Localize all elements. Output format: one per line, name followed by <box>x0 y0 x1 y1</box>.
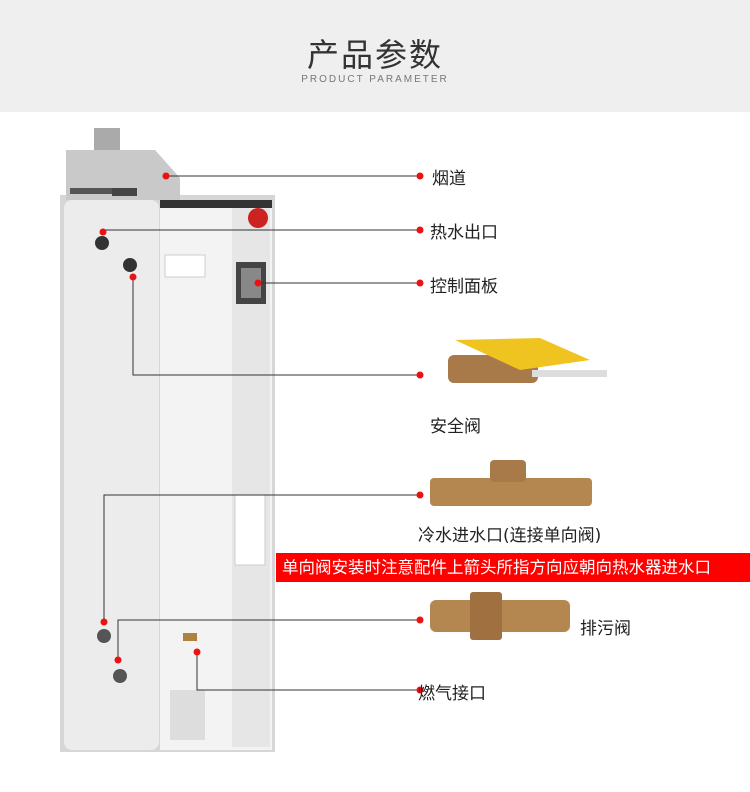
page-subtitle: PRODUCT PARAMETER <box>301 74 449 85</box>
label-cold-water-inlet: 冷水进水口(连接单向阀) <box>418 526 602 546</box>
leader-lines <box>102 175 420 691</box>
drain-valve-image <box>430 592 570 640</box>
label-safety-valve: 安全阀 <box>430 417 481 437</box>
page-title: 产品参数 <box>306 36 443 74</box>
label-gas-inlet: 燃气接口 <box>418 684 486 704</box>
label-flue: 烟道 <box>432 169 466 189</box>
check-valve-image <box>430 460 592 506</box>
label-drain-valve: 排污阀 <box>580 619 631 639</box>
water-heater-image <box>60 128 275 752</box>
safety-valve-image <box>448 338 607 383</box>
label-control-panel: 控制面板 <box>430 277 498 297</box>
label-hot-water-outlet: 热水出口 <box>430 223 498 243</box>
leader-dots <box>99 172 424 694</box>
notice-banner: 单向阀安装时注意配件上箭头所指方向应朝向热水器进水口 <box>276 553 750 582</box>
header-band: 产品参数 PRODUCT PARAMETER <box>0 0 750 112</box>
